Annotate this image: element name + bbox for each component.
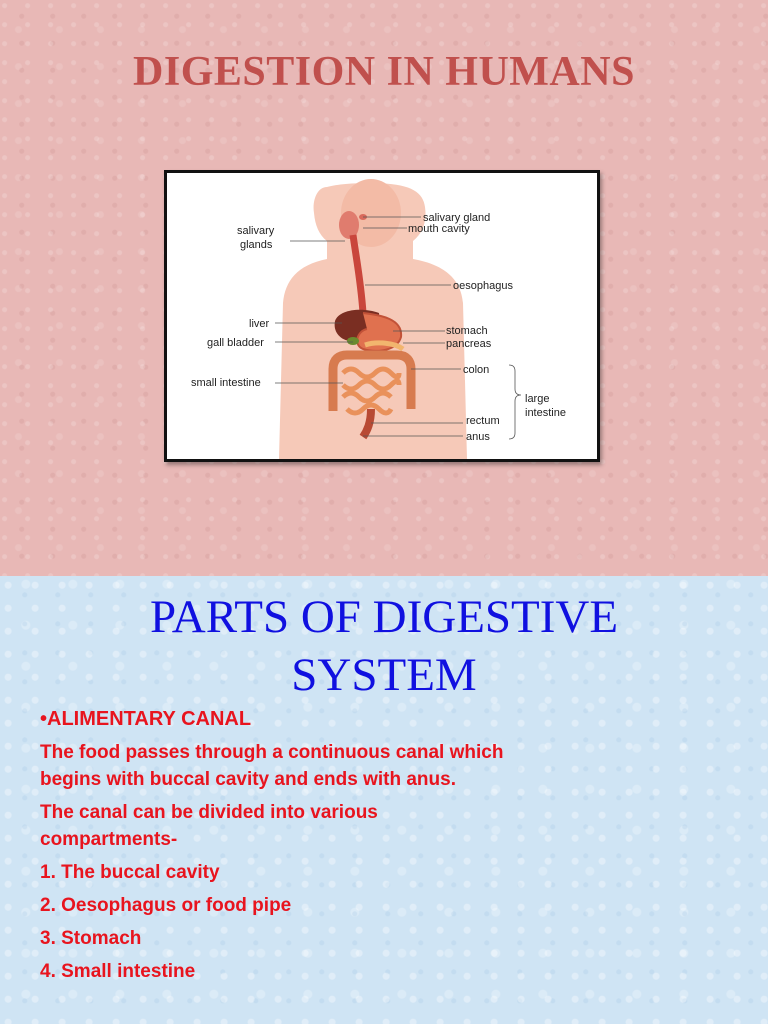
- list-item: 4. Small intestine: [40, 961, 196, 982]
- slide-title: PARTS OF DIGESTIVE SYSTEM: [0, 588, 768, 704]
- slide-digestion-in-humans: DIGESTION IN HUMANS: [0, 0, 768, 576]
- small-intestine-shape: [341, 366, 402, 416]
- label-stomach: stomach: [446, 325, 488, 337]
- label-salivary-gland: salivary gland: [423, 212, 490, 224]
- gall-bladder-shape: [347, 337, 359, 345]
- label-anus: anus: [466, 431, 490, 443]
- list-item: 3. Stomach: [40, 928, 142, 949]
- paragraph-1: The food passes through a continuous can…: [40, 742, 504, 790]
- leader-lines: [275, 216, 522, 440]
- digestive-system-diagram: salivary glands salivary gland mouth cav…: [164, 170, 600, 462]
- label-pancreas: pancreas: [446, 338, 492, 350]
- label-rectum: rectum: [466, 415, 500, 427]
- label-mouth-cavity: mouth cavity: [408, 223, 470, 235]
- label-large-intestine-1: large: [525, 393, 549, 405]
- label-liver: liver: [249, 318, 270, 330]
- label-large-intestine-2: intestine: [525, 407, 566, 419]
- list-item: 2. Oesophagus or food pipe: [40, 895, 292, 916]
- label-gall-bladder: gall bladder: [207, 337, 264, 349]
- diagram-svg: salivary glands salivary gland mouth cav…: [191, 179, 566, 459]
- label-colon: colon: [463, 364, 489, 376]
- slide-parts-of-digestive-system: PARTS OF DIGESTIVE SYSTEM •ALIMENTARY CA…: [0, 576, 768, 1024]
- colon-shape: [328, 350, 416, 411]
- slide-content: •ALIMENTARY CANAL The food passes throug…: [40, 706, 520, 991]
- mouth-shape: [339, 211, 359, 239]
- list-item: 1. The buccal cavity: [40, 862, 220, 883]
- pancreas-shape: [364, 340, 405, 352]
- label-salivary-glands-2: glands: [240, 239, 273, 251]
- label-oesophagus: oesophagus: [453, 280, 513, 292]
- section-heading: •ALIMENTARY CANAL: [40, 708, 252, 730]
- paragraph-2: The canal can be divided into various co…: [40, 802, 378, 850]
- label-small-intestine: small intestine: [191, 377, 261, 389]
- slide-title: DIGESTION IN HUMANS: [133, 49, 635, 95]
- stomach-shape: [356, 312, 403, 352]
- label-salivary-glands-1: salivary: [237, 225, 275, 237]
- rectum-shape: [359, 408, 375, 440]
- title-line-1: PARTS OF DIGESTIVE: [149, 591, 619, 643]
- title-line-2: SYSTEM: [291, 649, 477, 701]
- oesophagus-shape: [349, 234, 367, 314]
